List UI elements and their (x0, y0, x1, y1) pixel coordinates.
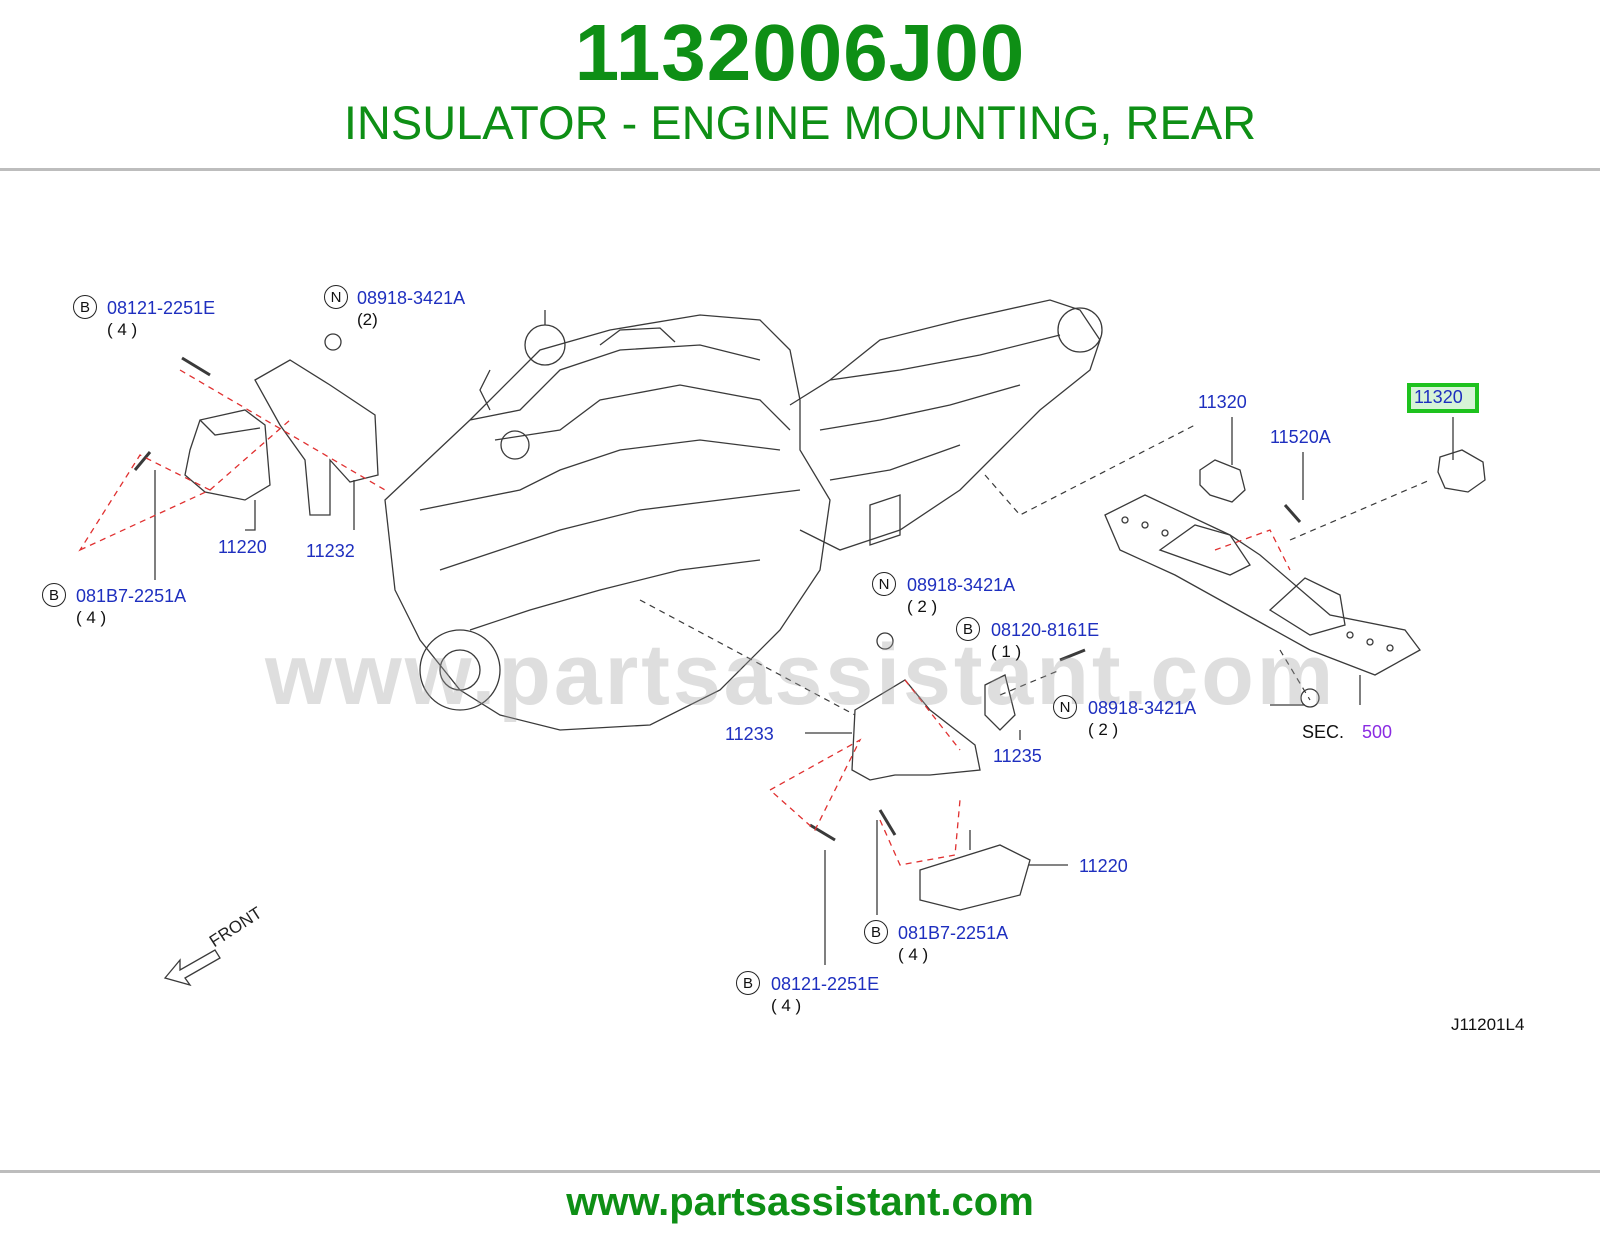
insulator-11320-right (1437, 449, 1486, 493)
diagram-code: J11201L4 (1451, 1015, 1525, 1034)
bracket-11232 (254, 359, 379, 516)
part-link-11233[interactable]: 11233 (725, 724, 774, 744)
bolt-symbol-circle: B (73, 295, 97, 319)
transmission-outline (789, 299, 1101, 551)
insulator-11220-left (184, 409, 271, 501)
part-link[interactable]: 081B7-2251A (76, 586, 187, 606)
nut-symbol-circle: N (1053, 695, 1077, 719)
part-link[interactable]: 081B7-2251A (898, 923, 1009, 943)
quantity-label: (2) (357, 310, 378, 329)
bolt-symbol-circle: B (956, 617, 980, 641)
bracket-11235 (984, 674, 1016, 731)
part-link-11232[interactable]: 11232 (306, 541, 355, 561)
bracket-11233 (851, 679, 981, 781)
quantity-label: ( 2 ) (907, 597, 938, 616)
part-link[interactable]: 08918-3421A (357, 288, 466, 308)
footer-site-url[interactable]: www.partsassistant.com (566, 1180, 1034, 1224)
part-link[interactable]: 08120-8161E (991, 620, 1100, 640)
engine-mount-illustration (78, 299, 1486, 987)
insulator-11220-bottom (919, 844, 1031, 911)
insulator-11320-center (1199, 459, 1246, 503)
quantity-label: ( 1 ) (991, 642, 1022, 661)
part-link-11220-left[interactable]: 11220 (218, 537, 267, 557)
highlighted-part-box[interactable] (1407, 383, 1479, 413)
bolt-symbol-circle: B (42, 583, 66, 607)
quantity-label: ( 4 ) (76, 608, 107, 627)
front-arrow (163, 949, 221, 987)
section-link[interactable]: 500 (1362, 722, 1393, 742)
header-divider (0, 168, 1600, 171)
part-title: INSULATOR - ENGINE MOUNTING, REAR (343, 96, 1257, 149)
nut-symbol-circle: N (872, 572, 896, 596)
section-prefix: SEC. (1302, 722, 1345, 742)
part-number-heading: 1132006J00 (574, 8, 1026, 97)
nut-symbol-circle: N (324, 285, 348, 309)
quantity-label: ( 2 ) (1088, 720, 1119, 739)
engine-block-outline (384, 314, 831, 731)
watermark-text: www.partsassistant.com (265, 627, 1337, 723)
quantity-label: ( 4 ) (898, 945, 929, 964)
quantity-label: ( 4 ) (771, 996, 802, 1015)
part-link[interactable]: 08121-2251E (107, 298, 216, 318)
part-link-11320-highlighted[interactable]: 11320 (1414, 387, 1463, 407)
bolt-symbol-circle: B (864, 920, 888, 944)
quantity-label: ( 4 ) (107, 320, 138, 339)
part-link[interactable]: 08918-3421A (1088, 698, 1197, 718)
footer-divider (0, 1170, 1600, 1173)
bolt-symbol-circle: B (736, 971, 760, 995)
part-link[interactable]: 08121-2251E (771, 974, 880, 994)
part-link-11235[interactable]: 11235 (993, 746, 1042, 766)
part-link-11320-center[interactable]: 11320 (1198, 392, 1247, 412)
part-link[interactable]: 08918-3421A (907, 575, 1016, 595)
exploded-parts-diagram: www.partsassistant.com B 08121-2251E ( 4… (0, 170, 1600, 1170)
part-link-11520A[interactable]: 11520A (1270, 427, 1331, 447)
part-link-11220-bottom[interactable]: 11220 (1079, 856, 1128, 876)
